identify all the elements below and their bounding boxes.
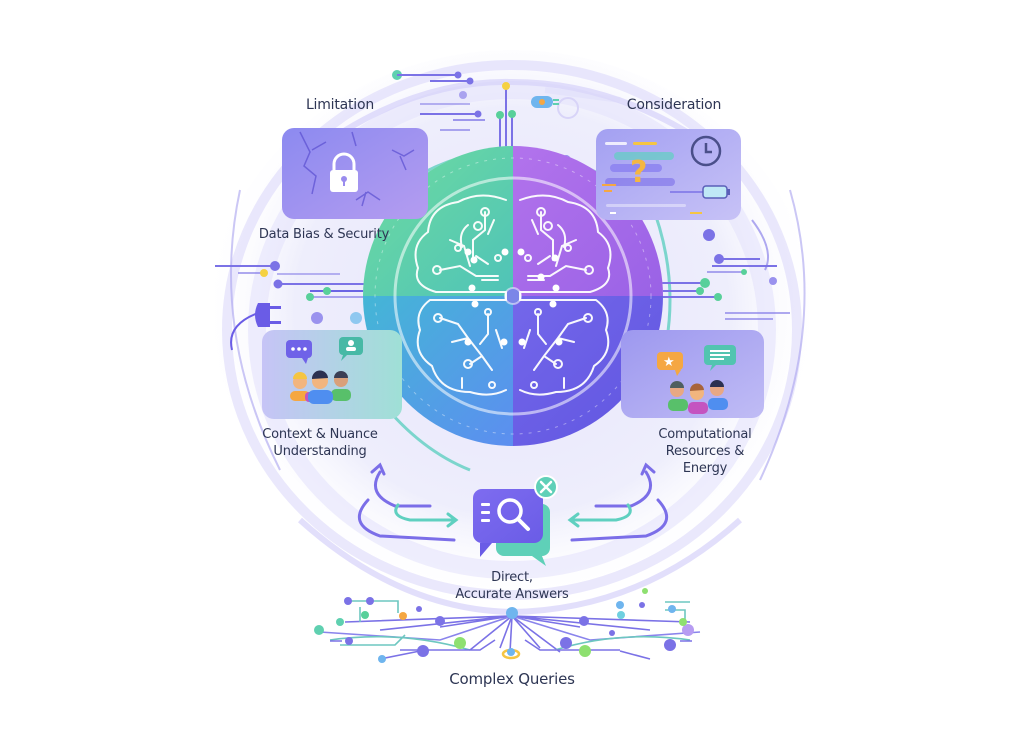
people-group-icon bbox=[290, 370, 351, 404]
star-chat-icon: ★ bbox=[657, 352, 683, 376]
padlock-icon bbox=[330, 152, 358, 192]
heading-limitation: Limitation bbox=[305, 97, 375, 113]
message-chat-icon bbox=[704, 345, 736, 371]
heading-consideration: Consideration bbox=[626, 97, 722, 113]
label-direct-answers: Direct, Accurate Answers bbox=[432, 569, 592, 603]
search-chat-icon bbox=[473, 489, 550, 566]
svg-text:★: ★ bbox=[663, 355, 675, 370]
label-context-nuance: Context & Nuance Understanding bbox=[240, 426, 400, 460]
label-compute-line-1: Computational bbox=[658, 427, 752, 442]
card-context-nuance bbox=[262, 330, 402, 419]
power-plug-icon bbox=[230, 303, 281, 351]
central-brain-circle bbox=[363, 146, 663, 446]
label-compute-line-3: Energy bbox=[682, 461, 728, 476]
label-context-line-1: Context & Nuance bbox=[262, 427, 378, 442]
capsule-icon bbox=[531, 96, 559, 108]
label-computational-resources: Computational Resources & Energy bbox=[640, 426, 770, 477]
card-consideration: ? bbox=[596, 129, 741, 220]
network-graph-icon bbox=[319, 600, 701, 660]
label-answers-line-1: Direct, bbox=[491, 570, 533, 585]
close-icon bbox=[534, 475, 558, 499]
question-mark-icon: ? bbox=[630, 155, 647, 190]
circuit-brain-icon bbox=[414, 194, 612, 396]
brain-nodes bbox=[464, 248, 563, 346]
clock-icon bbox=[690, 135, 722, 167]
connector-lines-left bbox=[215, 70, 516, 324]
label-complex-queries: Complex Queries bbox=[449, 670, 575, 688]
label-context-line-2: Understanding bbox=[273, 444, 367, 459]
flow-arrows bbox=[357, 462, 669, 542]
battery-icon bbox=[670, 185, 730, 199]
user-chat-icon bbox=[339, 337, 363, 361]
people-group-icon bbox=[668, 380, 728, 414]
label-answers-line-2: Accurate Answers bbox=[455, 587, 569, 602]
card-computational-resources: ★ bbox=[621, 330, 764, 418]
network-nodes bbox=[314, 588, 694, 663]
label-data-bias-security: Data Bias & Security bbox=[258, 227, 390, 242]
card-data-bias-security bbox=[282, 128, 428, 219]
label-compute-line-2: Resources & bbox=[665, 444, 745, 459]
ellipsis-chat-icon bbox=[286, 340, 312, 364]
